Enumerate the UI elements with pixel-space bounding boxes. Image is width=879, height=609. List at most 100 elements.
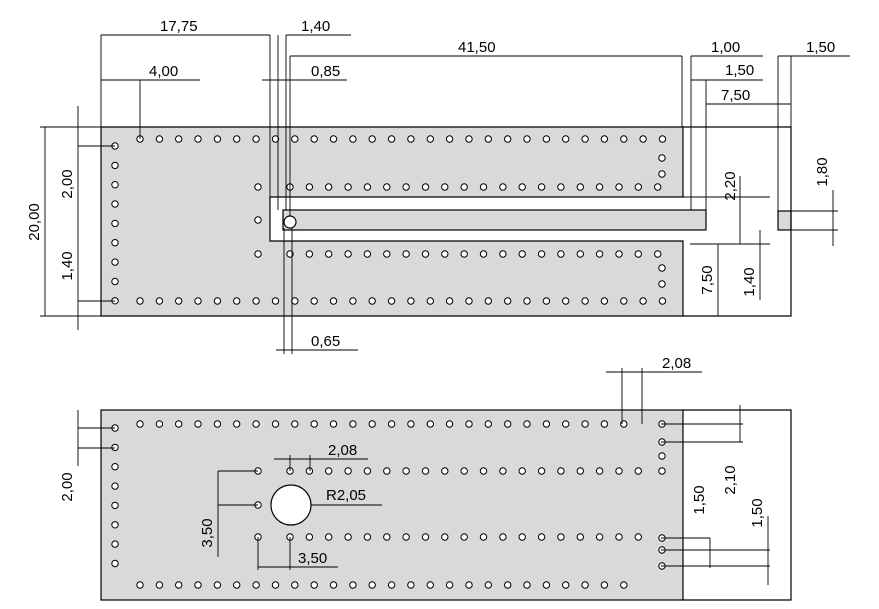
hole	[349, 420, 357, 428]
hole	[252, 135, 260, 143]
hole	[363, 250, 372, 258]
hole	[576, 467, 584, 475]
hole	[325, 250, 333, 258]
hole	[634, 250, 642, 258]
hole	[111, 540, 119, 548]
hole	[518, 533, 526, 541]
hole	[271, 135, 280, 143]
hole	[271, 420, 280, 428]
hole	[595, 467, 604, 475]
hole	[368, 297, 376, 305]
top-board	[100, 126, 684, 317]
hole	[576, 533, 584, 541]
hole	[310, 135, 318, 143]
hole	[658, 170, 666, 178]
hole	[445, 581, 454, 589]
hole	[445, 135, 454, 143]
hole	[537, 183, 546, 191]
hole	[615, 250, 623, 258]
hole	[111, 559, 119, 568]
hole	[484, 420, 492, 428]
hole	[254, 183, 262, 191]
hole	[111, 161, 119, 170]
bottom-view: 2,08 2,08 R2,05 3,50 2,00 3,50 1,50 2,10…	[59, 355, 792, 601]
hole	[600, 297, 609, 305]
hole	[518, 467, 526, 475]
hole	[407, 135, 415, 143]
hole	[368, 581, 376, 589]
hole	[441, 533, 449, 541]
top-dim-0-85: 0,85	[311, 63, 340, 80]
hole	[537, 467, 546, 475]
top-dim-1-50-a: 1,50	[806, 39, 835, 56]
hole	[595, 533, 604, 541]
hole	[658, 154, 666, 162]
hole	[363, 183, 372, 191]
hole	[426, 420, 434, 428]
hole	[254, 216, 262, 224]
hole	[595, 183, 604, 191]
hole	[305, 183, 314, 191]
hole	[499, 467, 507, 475]
top-dim-1-50-b: 1,50	[725, 62, 754, 79]
hole	[111, 181, 119, 189]
hole	[194, 581, 202, 589]
hole	[504, 297, 512, 305]
bottom-dim-2-10: 2,10	[722, 465, 739, 494]
hole	[363, 467, 372, 475]
hole	[344, 183, 352, 191]
hole	[291, 135, 299, 143]
hole	[402, 250, 410, 258]
hole	[654, 250, 662, 258]
bottom-right-frame	[683, 409, 792, 601]
hole	[271, 581, 280, 589]
hole	[639, 135, 647, 143]
hole	[426, 581, 434, 589]
hole	[479, 250, 488, 258]
hole	[465, 135, 473, 143]
hole	[600, 420, 609, 428]
hole	[421, 467, 430, 475]
hole	[620, 297, 628, 305]
hole	[252, 581, 260, 589]
hole	[421, 250, 430, 258]
hole	[329, 420, 338, 428]
hole	[344, 467, 352, 475]
bottom-dim-2-08-top: 2,08	[662, 355, 691, 372]
hole	[445, 297, 454, 305]
hole	[407, 581, 415, 589]
bottom-dim-3-50-v: 3,50	[199, 518, 216, 547]
hole	[254, 250, 262, 258]
hole	[368, 420, 376, 428]
hole	[383, 533, 391, 541]
hole	[499, 183, 507, 191]
hole	[213, 420, 222, 428]
bottom-large-hole	[270, 484, 312, 526]
hole	[271, 297, 280, 305]
top-dimension-lines	[40, 34, 850, 354]
hole	[233, 135, 241, 143]
hole	[620, 135, 628, 143]
hole	[479, 467, 488, 475]
hole	[383, 467, 391, 475]
hole	[111, 521, 119, 529]
top-strip-tip	[777, 210, 792, 231]
bottom-dim-2-00: 2,00	[59, 472, 76, 501]
hole	[310, 581, 318, 589]
hole	[213, 297, 222, 305]
hole	[658, 297, 667, 305]
hole	[465, 581, 473, 589]
hole	[441, 250, 449, 258]
hole	[291, 297, 299, 305]
hole	[402, 183, 410, 191]
hole	[557, 250, 565, 258]
top-dim-1-40-left: 1,40	[59, 251, 76, 280]
top-dim-2-20: 2,20	[722, 171, 739, 200]
hole	[194, 297, 202, 305]
hole	[421, 533, 430, 541]
hole	[562, 135, 570, 143]
hole	[111, 482, 119, 490]
hole	[402, 467, 410, 475]
hole	[325, 467, 333, 475]
